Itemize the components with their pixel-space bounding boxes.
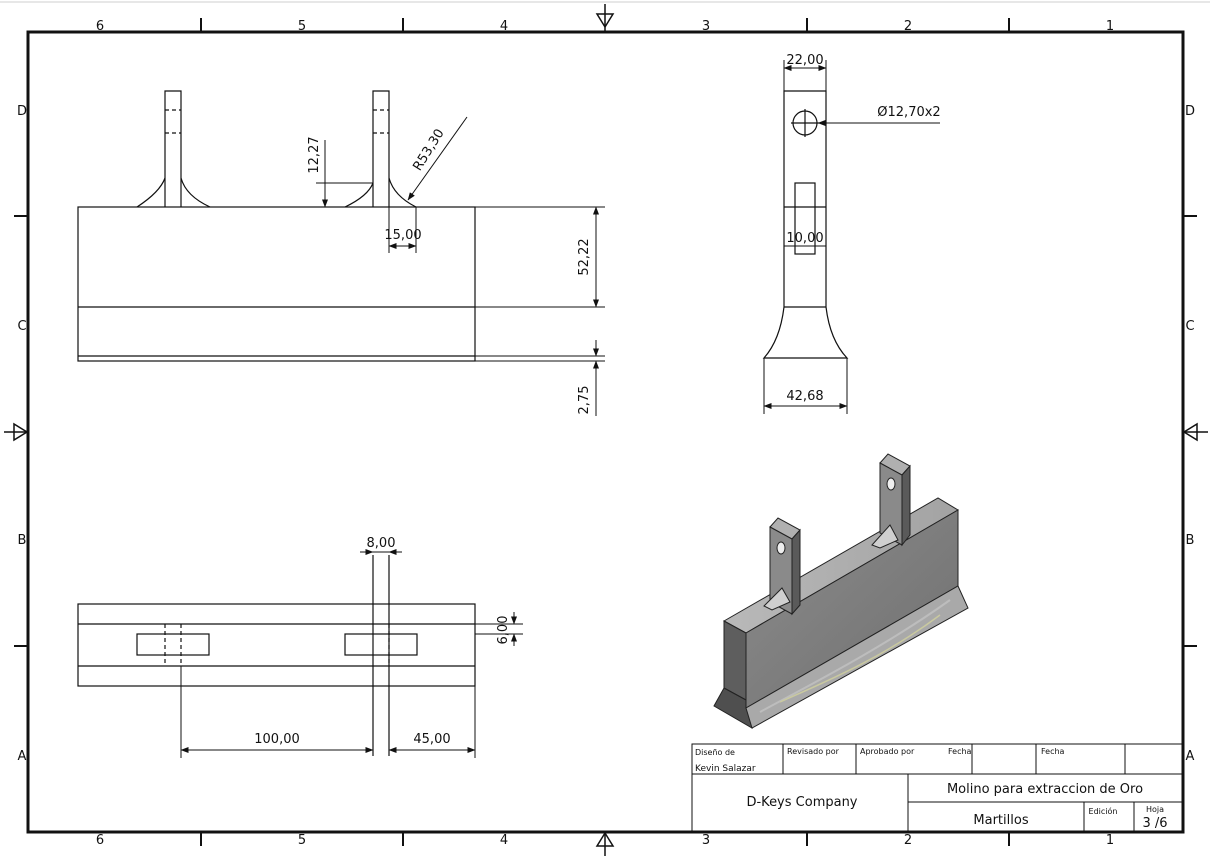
dim-tab-height: 12,27 [307,136,322,173]
dim-tab-spacing: 100,00 [254,732,300,747]
tb-date-label: Fecha [1041,747,1065,756]
zone-row-right: B [1186,533,1195,548]
zone-col-bottom: 5 [298,833,306,848]
tb-sheet-value: 3 /6 [1142,816,1167,831]
isometric-view [713,453,969,729]
zone-col-top: 5 [298,19,306,34]
zone-col-top: 4 [500,19,508,34]
dim-slot-height: 6,00 [496,616,511,645]
side-view [762,90,849,359]
dim-base-thickness: 2,75 [577,386,592,415]
dim-end-offset: 45,00 [413,732,450,747]
dim-body-height: 52,22 [577,238,592,275]
tb-design-label: Diseño de [695,748,735,757]
tb-date-label: Fecha [948,747,972,756]
dim-gusset-width: 15,00 [384,228,421,243]
tb-approved-label: Aprobado por [860,747,915,756]
dim-base-width: 42,68 [786,389,823,404]
zone-col-top: 3 [702,19,710,34]
zone-col-top: 2 [904,19,912,34]
dim-tab-thickness: 8,00 [367,536,396,551]
zone-col-bottom: 2 [904,833,912,848]
tb-part: Martillos [973,813,1028,828]
dim-slot-width: 10,00 [786,231,823,246]
drawing-border [26,30,1185,834]
zone-row-left: C [17,319,26,334]
zone-col-bottom: 6 [96,833,104,848]
centering-marks [4,4,1208,856]
zone-col-top: 6 [96,19,104,34]
tb-reviewed-label: Revisado por [787,747,840,756]
zone-row-left: D [17,104,27,119]
title-block [691,743,1184,833]
tb-company: D-Keys Company [746,795,857,810]
zone-row-left: A [18,749,27,764]
tb-sheet-label: Hoja [1146,805,1164,814]
zone-col-bottom: 3 [702,833,710,848]
zone-row-right: A [1186,749,1195,764]
top-view [77,555,476,756]
zone-col-bottom: 1 [1106,833,1114,848]
front-dimensions [316,116,605,416]
tb-edition-label: Edición [1089,806,1118,816]
tb-designer: Kevin Salazar [695,764,756,774]
zone-row-right: C [1185,319,1194,334]
dim-radius: R53,30 [410,127,447,174]
zone-ticks [14,18,1197,846]
zone-col-top: 1 [1106,19,1114,34]
dim-hole: Ø12,70x2 [877,105,940,120]
zone-col-bottom: 4 [500,833,508,848]
top-dimensions [180,549,523,758]
tb-project: Molino para extraccion de Oro [947,782,1143,797]
front-view [77,90,476,362]
dim-tab-width: 22,00 [786,53,823,68]
zone-row-right: D [1185,104,1195,119]
zone-row-left: B [18,533,27,548]
side-dimensions [763,60,940,414]
